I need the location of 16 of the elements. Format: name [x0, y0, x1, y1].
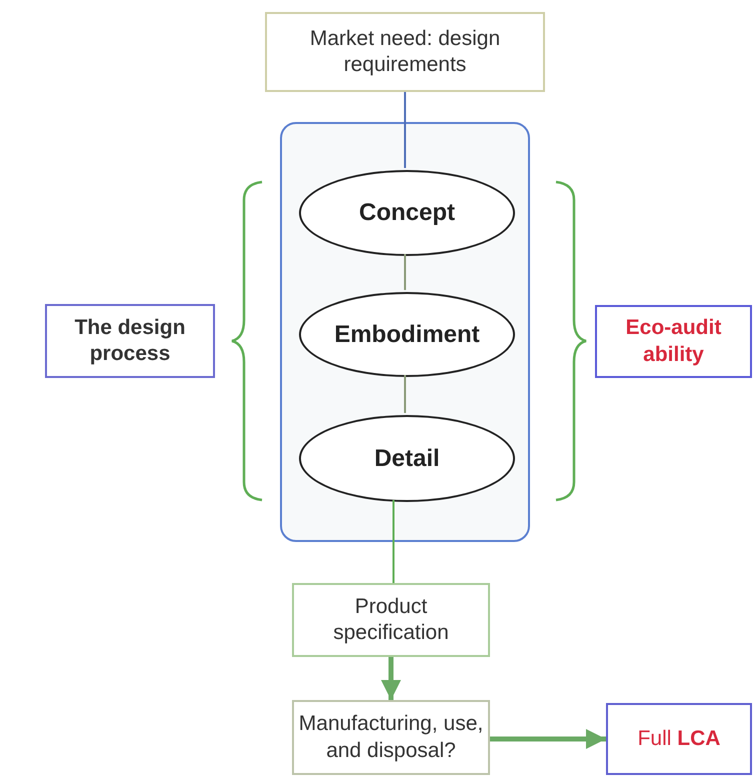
stage-ellipse: Embodiment [299, 292, 515, 377]
connector-line [404, 254, 406, 290]
stage-ellipse: Detail [299, 415, 515, 502]
connector-line [392, 500, 394, 583]
process-box: Market need: design requirements [265, 12, 545, 92]
process-box: Manufacturing, use, and disposal? [292, 700, 490, 775]
arrow [381, 657, 401, 700]
label-box: Eco-audit ability [595, 305, 752, 378]
label-box: The design process [45, 304, 215, 378]
stage-ellipse: Concept [299, 170, 515, 256]
arrow [490, 729, 606, 749]
process-box: Product specification [292, 583, 490, 657]
stage-panel [280, 122, 530, 542]
connector-line [404, 375, 406, 413]
result-box: Full LCA [606, 703, 752, 775]
connector-line [404, 92, 406, 168]
